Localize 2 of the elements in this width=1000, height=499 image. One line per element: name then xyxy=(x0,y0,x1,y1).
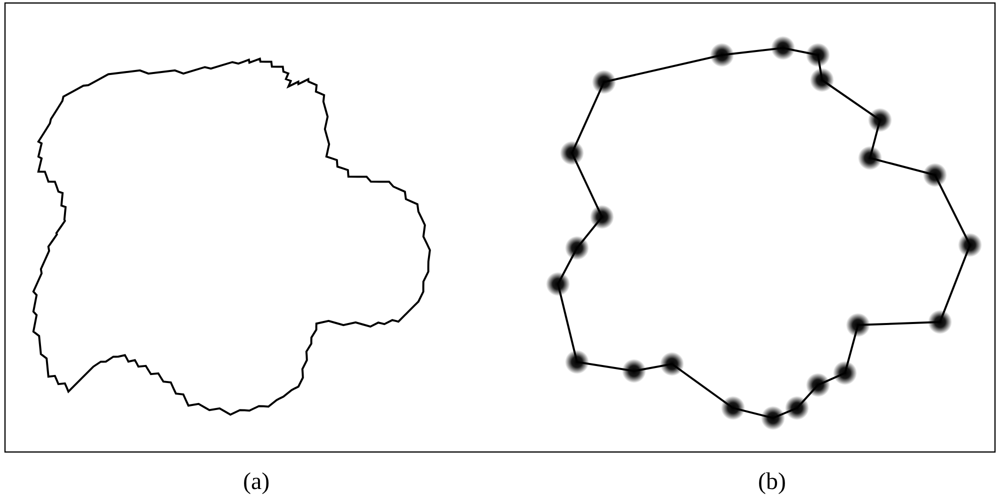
panel-caption: (b) xyxy=(758,468,786,496)
panel-caption: (a) xyxy=(243,468,270,496)
